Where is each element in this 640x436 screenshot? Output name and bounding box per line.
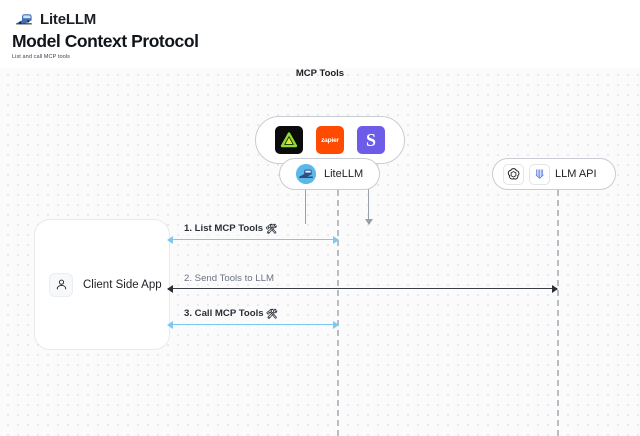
tools-emoji-icon: 🛠 [265,224,278,235]
node-llm-api[interactable]: LLM API [492,158,616,190]
flow-send-tools-to-llm-label: 2. Send Tools to LLM [182,273,276,284]
diagram-canvas: MCP Tools zapier S [0,68,640,436]
brand: LiteLLM [14,8,96,30]
node-llm-api-label: LLM API [555,168,597,180]
user-icon [49,272,73,297]
flow-line [168,324,338,326]
flow-line [168,239,338,241]
arrowhead-left-icon [167,320,173,329]
arrowhead-right-icon [333,235,339,244]
flow-send-tools-to-llm: 2. Send Tools to LLM [167,273,558,293]
arrowhead-left-icon [167,284,173,293]
vflow-line [305,168,307,224]
zapier-icon[interactable]: zapier [316,126,344,154]
openai-icon [503,163,524,185]
vflow-line [368,168,370,224]
page-title: Model Context Protocol [12,31,199,51]
mcp-tools-group[interactable]: zapier S [255,116,405,164]
anthropic-icon [529,163,550,185]
client-side-app-box[interactable]: Client Side App [34,219,170,350]
tools-emoji-icon: 🛠 [265,309,278,320]
arrowhead-right-icon [552,284,558,293]
litellm-avatar-icon [296,164,316,184]
mcp-tools-label: MCP Tools [295,68,345,79]
node-litellm-label: LiteLLM [324,168,364,180]
flow-call-mcp-tools-label: 3. Call MCP Tools🛠 [182,308,280,320]
lifeline-llmapi [557,190,559,436]
bullet-train-icon [14,11,34,27]
arrowhead-left-icon [167,235,173,244]
flow-list-mcp-tools: 1. List MCP Tools🛠 [167,223,339,244]
flow-line [168,288,557,290]
slack-s-icon[interactable]: S [357,126,385,154]
node-litellm[interactable]: LiteLLM [279,158,381,190]
client-side-app-label: Client Side App [83,278,162,291]
brand-name: LiteLLM [40,10,97,28]
vflow-litellm-to-mcp-down [364,168,373,225]
flow-call-mcp-tools: 3. Call MCP Tools🛠 [167,308,339,329]
lifeline-litellm [337,190,339,436]
flow-list-mcp-tools-label: 1. List MCP Tools🛠 [182,223,280,235]
page-subtitle: List and call MCP tools [12,54,70,60]
arrowhead-down-icon [364,219,373,225]
triangle-tool-icon[interactable] [275,126,303,154]
arrowhead-right-icon [333,320,339,329]
